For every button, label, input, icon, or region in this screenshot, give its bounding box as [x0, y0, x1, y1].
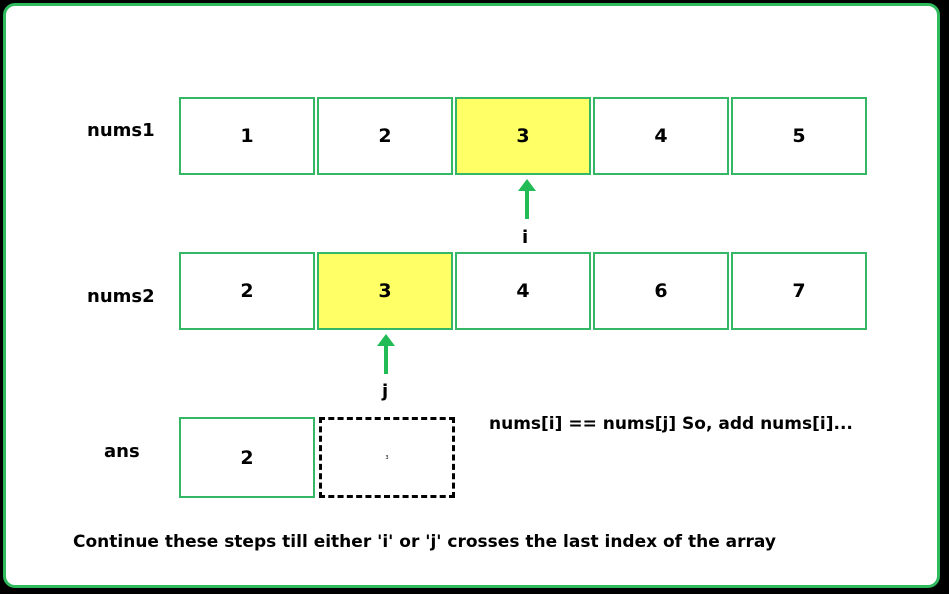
nums1-label: nums1: [87, 120, 155, 141]
nums1-cell-highlighted: 3: [455, 97, 591, 175]
nums1-cell: 1: [179, 97, 315, 175]
ans-cell: 2: [179, 417, 315, 498]
i-pointer-arrow-icon: [518, 179, 536, 219]
ans-label: ans: [104, 441, 140, 462]
nums1-cell: 4: [593, 97, 729, 175]
nums2-cell-highlighted: 3: [317, 252, 453, 330]
nums1-array: 1 2 3 4 5: [179, 97, 867, 175]
j-pointer-arrow-icon: [377, 334, 395, 374]
nums2-cell: 6: [593, 252, 729, 330]
ans-cell-pending: 3: [319, 417, 455, 498]
footer-caption: Continue these steps till either 'i' or …: [73, 532, 776, 552]
nums1-cell: 5: [731, 97, 867, 175]
comparison-note: nums[i] == nums[j] So, add nums[i]...: [489, 414, 853, 434]
nums1-cell: 2: [317, 97, 453, 175]
i-pointer-label: i: [522, 227, 529, 248]
nums2-cell: 7: [731, 252, 867, 330]
nums2-cell: 2: [179, 252, 315, 330]
nums2-label: nums2: [87, 286, 155, 307]
j-pointer-label: j: [382, 381, 389, 402]
nums2-cell: 4: [455, 252, 591, 330]
ans-array: 2 3: [179, 417, 455, 498]
nums2-array: 2 3 4 6 7: [179, 252, 867, 330]
